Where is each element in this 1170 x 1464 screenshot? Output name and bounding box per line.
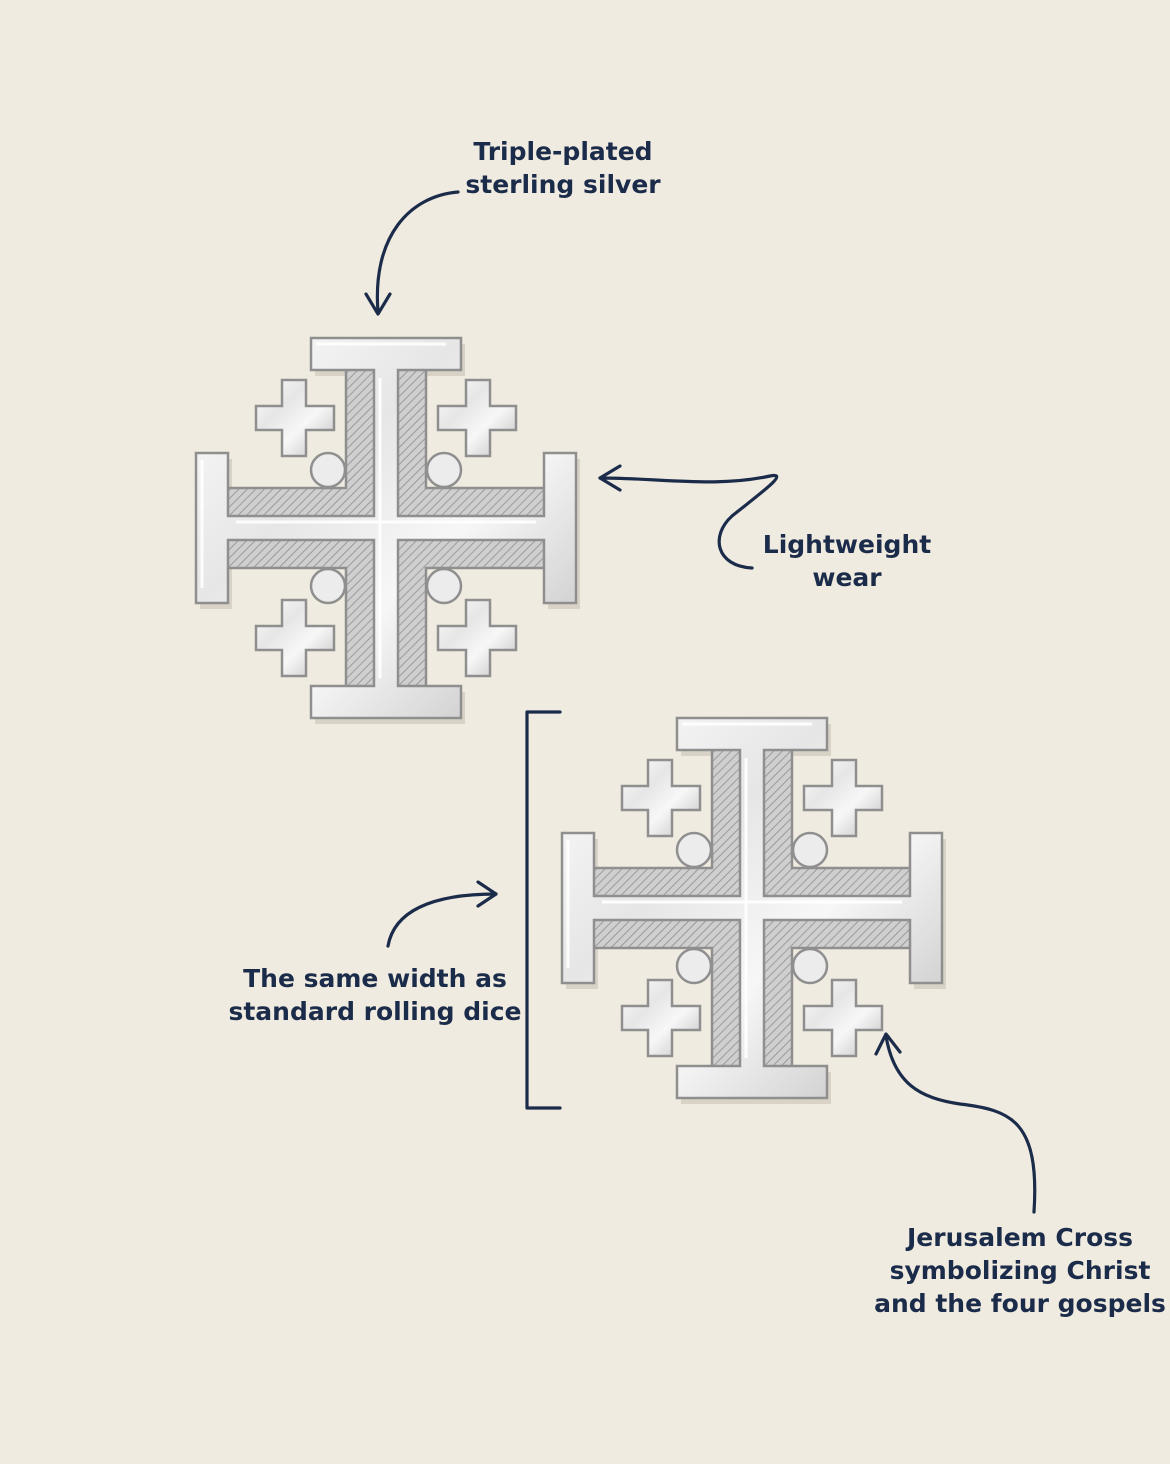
annotation-plated-line2: sterling silver <box>465 170 661 199</box>
annotation-cross-line3: and the four gospels <box>874 1289 1166 1318</box>
arrow-plated <box>364 190 460 316</box>
annotation-lightweight: Lightweight wear <box>742 528 952 594</box>
arrow-lightweight <box>598 464 779 570</box>
annotation-cross: Jerusalem Cross symbolizing Christ and t… <box>870 1221 1170 1320</box>
annotation-width-line1: The same width as <box>243 964 507 993</box>
annotation-width-line2: standard rolling dice <box>228 997 522 1026</box>
arrow-cross <box>874 1032 1037 1214</box>
annotation-plated-line1: Triple-plated <box>473 137 653 166</box>
size-bracket <box>525 710 562 1110</box>
arrow-width <box>386 880 498 948</box>
annotation-plated: Triple-plated sterling silver <box>440 135 686 201</box>
annotation-cross-line2: symbolizing Christ <box>889 1256 1151 1285</box>
annotation-cross-line1: Jerusalem Cross <box>906 1223 1134 1252</box>
annotation-lightweight-line2: wear <box>812 563 882 592</box>
annotation-width: The same width as standard rolling dice <box>216 962 534 1028</box>
annotation-lightweight-line1: Lightweight <box>762 530 932 559</box>
earring-top <box>194 336 582 726</box>
